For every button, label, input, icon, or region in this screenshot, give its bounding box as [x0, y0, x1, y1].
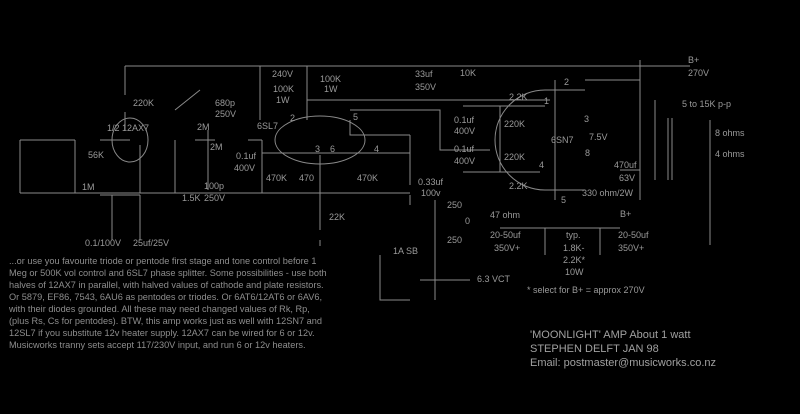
- label: 0.1uf: [454, 144, 475, 154]
- label: 2: [564, 77, 569, 87]
- label: 6SL7: [257, 121, 278, 131]
- label: 20-50uf: [618, 230, 649, 240]
- label: 33uf: [415, 69, 433, 79]
- label: 8: [585, 148, 590, 158]
- label: 1.5K: [182, 193, 201, 203]
- label: 25uf/25V: [133, 238, 169, 248]
- label: 470uf: [614, 160, 637, 170]
- label: 63V: [619, 173, 635, 183]
- label: 400V: [454, 126, 475, 136]
- label: 250: [447, 235, 462, 245]
- label: 0.1/100V: [85, 238, 121, 248]
- label: 220K: [133, 98, 154, 108]
- label: 2.2K: [509, 92, 528, 102]
- label: 5: [353, 112, 358, 122]
- label: 4: [539, 160, 544, 170]
- label: 100K: [273, 84, 294, 94]
- label: 270V: [688, 68, 709, 78]
- label: 470: [299, 173, 314, 183]
- label: typ.: [566, 230, 581, 240]
- title-block: 'MOONLIGHT' AMP About 1 watt STEPHEN DEL…: [530, 328, 716, 370]
- label: 4 ohms: [715, 149, 745, 159]
- label: 6SN7: [551, 135, 574, 145]
- label: 250: [447, 200, 462, 210]
- note-line: 12SL7 if you substitute 12v heater suppl…: [9, 328, 315, 338]
- label: 1.8K-: [563, 243, 585, 253]
- label: 1/2 12AX7: [107, 123, 149, 133]
- output-transformer: [667, 118, 673, 180]
- label: 400V: [454, 156, 475, 166]
- label: 240V: [272, 69, 293, 79]
- label: 56K: [88, 150, 104, 160]
- label: 10W: [565, 267, 584, 277]
- label: 2.2K*: [563, 255, 586, 265]
- label: 1W: [324, 84, 338, 94]
- label: 5: [561, 195, 566, 205]
- note-line: Or 5879, EF86, 7543, 6AU6 as pentodes or…: [9, 292, 323, 302]
- label: 3: [584, 114, 589, 124]
- label: 8 ohms: [715, 128, 745, 138]
- note-line: ...or use you favourite triode or pentod…: [9, 256, 317, 266]
- label: 400V: [234, 163, 255, 173]
- label: 6: [330, 144, 335, 154]
- label: 2.2K: [509, 181, 528, 191]
- label: 250V: [204, 193, 225, 203]
- label: 350V+: [494, 243, 520, 253]
- label: 0.1uf: [454, 115, 475, 125]
- label: 100p: [204, 181, 224, 191]
- label: 2M: [210, 142, 223, 152]
- label: 10K: [460, 68, 476, 78]
- tube-6sl7: [274, 115, 366, 165]
- label: 350V+: [618, 243, 644, 253]
- label: 100v: [421, 188, 441, 198]
- label: 1: [544, 96, 549, 106]
- label: 47 ohm: [490, 210, 520, 220]
- author-line: STEPHEN DELFT JAN 98: [530, 343, 659, 355]
- label: 4: [374, 144, 379, 154]
- label: 470K: [266, 173, 287, 183]
- label: 2: [290, 113, 295, 123]
- note-line: with their diodes grounded. All these ma…: [9, 304, 310, 314]
- tube-12ax7: [111, 117, 149, 163]
- label: 220K: [504, 119, 525, 129]
- label: 350V: [415, 82, 436, 92]
- label: 1W: [276, 95, 290, 105]
- label: 7.5V: [589, 132, 608, 142]
- label: B+: [620, 209, 631, 219]
- note-line: (plus Rs, Cs for pentodes). BTW, this am…: [9, 316, 323, 326]
- label: * select for B+ = approx 270V: [527, 285, 645, 295]
- label: 330 ohm/2W: [582, 188, 634, 198]
- title-line: 'MOONLIGHT' AMP About 1 watt: [530, 329, 691, 341]
- email-line: Email: postmaster@musicworks.co.nz: [530, 357, 716, 369]
- label: 100K: [320, 74, 341, 84]
- label: 3: [315, 144, 320, 154]
- label: 0.33uf: [418, 177, 444, 187]
- label: 220K: [504, 152, 525, 162]
- label: 20-50uf: [490, 230, 521, 240]
- label: 6.3 VCT: [477, 274, 511, 284]
- label: 1M: [82, 182, 95, 192]
- label: 5 to 15K p-p: [682, 99, 731, 109]
- label: 680p: [215, 98, 235, 108]
- note-line: Meg or 500K vol control and 6SL7 phase s…: [9, 268, 327, 278]
- labels: B+ 270V 10K 33uf 350V 1/2 12AX7 220K 680…: [82, 55, 745, 295]
- label: 22K: [329, 212, 345, 222]
- label: 1A SB: [393, 246, 418, 256]
- notes-paragraph: ...or use you favourite triode or pentod…: [9, 255, 349, 351]
- label: 250V: [215, 109, 236, 119]
- label: 470K: [357, 173, 378, 183]
- label: 2M: [197, 122, 210, 132]
- wires: [19, 60, 711, 301]
- label: B+: [688, 55, 699, 65]
- label: 0.1uf: [236, 151, 257, 161]
- label: 0: [465, 216, 470, 226]
- note-line: halves of 12AX7 in parallel, with halved…: [9, 280, 324, 290]
- note-line: Musicworks tranny sets accept 117/230V i…: [9, 340, 306, 350]
- tube-6sn7: [494, 89, 585, 191]
